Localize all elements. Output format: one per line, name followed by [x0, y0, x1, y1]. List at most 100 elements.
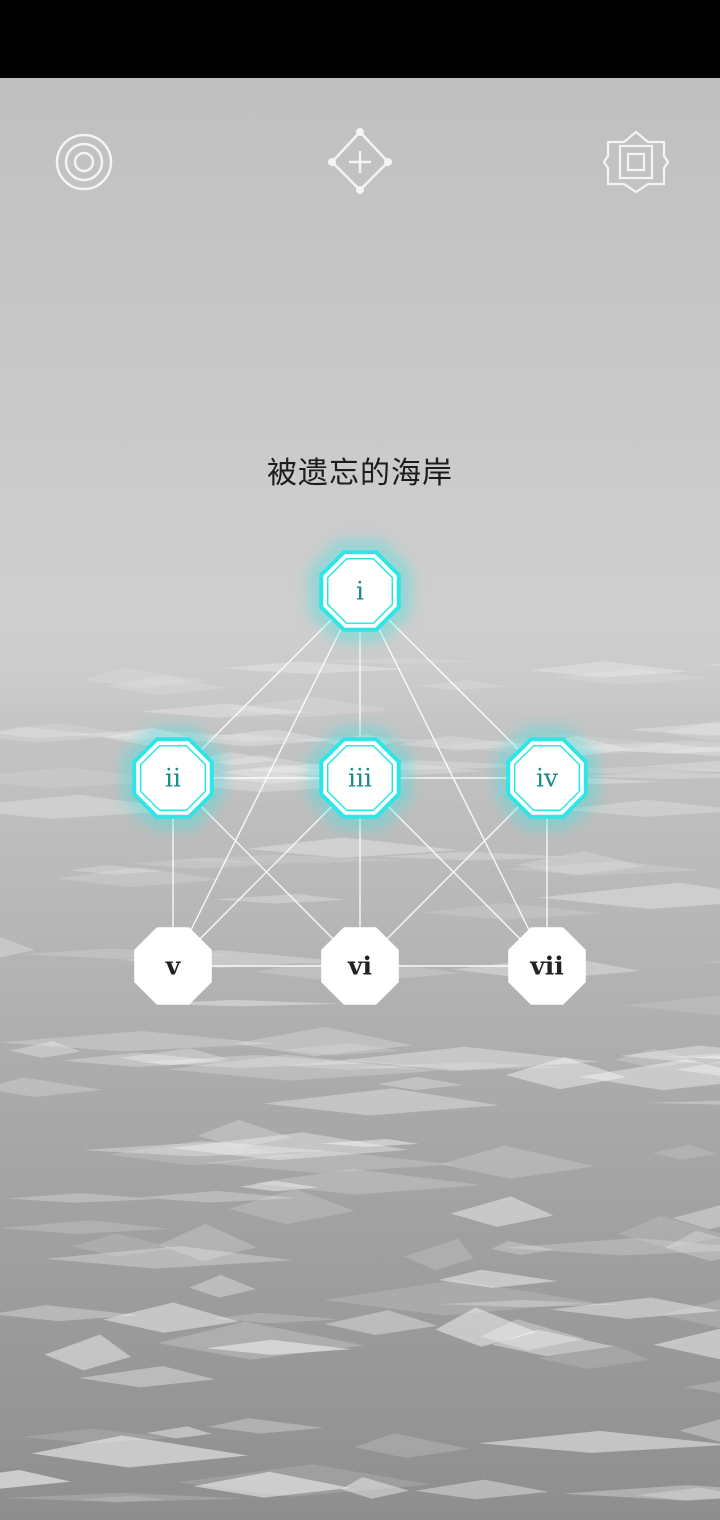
terrain-facet	[82, 668, 208, 689]
terrain-facet	[562, 1484, 720, 1501]
terrain-facet	[618, 1215, 720, 1249]
terrain-facet	[450, 1196, 554, 1227]
terrain-facet	[71, 1233, 176, 1257]
terrain-facet	[69, 864, 163, 875]
terrain-facet	[108, 1140, 298, 1166]
concentric-circles-icon	[55, 133, 113, 191]
terrain-facet	[661, 1299, 720, 1328]
node-inner-ring	[326, 557, 394, 625]
terrain-facet	[159, 1223, 257, 1262]
terrain-facet	[227, 696, 391, 718]
terrain-facet	[239, 1180, 319, 1192]
status-bar	[0, 0, 720, 78]
level-node-iii[interactable]: iii	[310, 728, 410, 828]
terrain-facet	[0, 1030, 273, 1052]
terrain-facet	[341, 1477, 410, 1499]
terrain-facet	[652, 1144, 717, 1160]
terrain-facet	[538, 1344, 650, 1369]
terrain-facet	[625, 722, 720, 736]
terrain-facet	[357, 1062, 567, 1071]
terrain-facet	[694, 1055, 720, 1060]
terrain-facet	[320, 1139, 419, 1147]
terrain-facet	[206, 1339, 352, 1355]
terrain-facet	[404, 1238, 474, 1271]
octagon-square-icon	[602, 130, 670, 194]
terrain-facet	[246, 837, 458, 858]
node-octagon	[319, 737, 401, 819]
level-node-label: ii	[165, 764, 181, 793]
terrain-facet	[193, 1471, 350, 1498]
terrain-facet	[157, 1321, 364, 1360]
terrain-facet	[7, 1193, 157, 1203]
terrain-facet	[0, 723, 135, 743]
terrain-facet	[653, 1328, 720, 1360]
terrain-facet	[324, 1310, 438, 1336]
terrain-facet	[178, 729, 334, 747]
terrain-facet	[415, 680, 506, 691]
level-node-i[interactable]: i	[310, 541, 410, 641]
level-node-vii[interactable]: vii	[508, 927, 586, 1005]
terrain-facet	[478, 1430, 720, 1453]
terrain-facet	[439, 1300, 622, 1308]
terrain-facet	[229, 1189, 355, 1225]
terrain-facet	[105, 675, 226, 696]
node-inner-ring	[326, 744, 394, 812]
terrain-facet	[503, 861, 703, 876]
terrain-facet	[44, 1334, 131, 1371]
terrain-facet	[208, 1418, 324, 1434]
diamond-plus-icon	[328, 128, 392, 194]
terrain-facet	[0, 727, 95, 739]
terrain-facet	[213, 1312, 339, 1324]
terrain-facet	[323, 1279, 594, 1316]
terrain-facet	[4, 1492, 247, 1503]
level-node-vi[interactable]: vi	[321, 927, 399, 1005]
terrain-facet	[547, 740, 720, 754]
terrain-facet	[262, 1088, 499, 1116]
terrain-facet	[435, 1307, 537, 1347]
terrain-facet	[576, 772, 720, 779]
terrain-facet	[675, 1061, 720, 1076]
diamond-plus-button[interactable]	[324, 126, 396, 198]
terrain-facet	[0, 937, 35, 958]
terrain-facet	[31, 1435, 248, 1468]
terrain-facet	[621, 742, 720, 755]
terrain-facet	[282, 1042, 401, 1056]
terrain-facet	[645, 1100, 720, 1105]
terrain-facet	[0, 1077, 103, 1098]
terrain-facet	[615, 1048, 699, 1068]
terrain-facet	[684, 1381, 720, 1394]
terrain-facet	[0, 1220, 170, 1234]
terrain-facet	[170, 1132, 409, 1161]
node-inner-ring	[139, 744, 207, 812]
level-node-label: iv	[536, 764, 559, 793]
terrain-facet	[377, 1076, 463, 1090]
level-node-ii[interactable]: ii	[123, 728, 223, 828]
concentric-circles-button[interactable]	[48, 126, 120, 198]
terrain-facet	[703, 663, 720, 666]
level-node-v[interactable]: v	[134, 927, 212, 1005]
terrain-facet	[189, 1274, 256, 1298]
terrain-facet	[138, 1190, 297, 1203]
level-node-label: vi	[347, 952, 372, 981]
node-inner-ring	[513, 744, 581, 812]
octagon-square-button[interactable]	[600, 126, 672, 198]
terrain-facet	[140, 703, 310, 718]
level-node-iv[interactable]: iv	[497, 728, 597, 828]
terrain-facet	[381, 851, 576, 861]
terrain-facet	[550, 1297, 720, 1319]
node-octagon	[134, 927, 212, 1005]
terrain-facet	[620, 1045, 720, 1064]
terrain-facet	[205, 1150, 455, 1173]
node-octagon	[132, 737, 214, 819]
node-glow	[497, 728, 597, 828]
node-octagon	[321, 927, 399, 1005]
terrain-facet	[102, 1302, 239, 1333]
terrain-facet	[423, 902, 603, 920]
terrain-facet	[664, 1230, 720, 1262]
terrain-facet	[491, 1240, 555, 1256]
terrain-facet	[220, 661, 410, 674]
terrain-facet	[234, 1027, 413, 1057]
terrain-facet	[253, 1168, 481, 1195]
level-node-label: iii	[348, 764, 372, 793]
